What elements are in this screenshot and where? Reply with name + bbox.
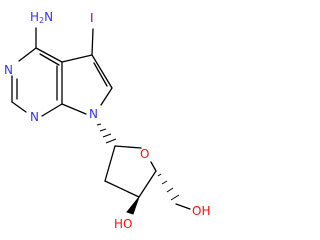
n1-label: N bbox=[30, 110, 39, 124]
bond-c5-c6-inner bbox=[93, 62, 108, 87]
hash-bond-c4p-c5p bbox=[157, 173, 162, 177]
atom-labels: H2N I N N N O HO OH bbox=[4, 10, 210, 231]
bond-c4-c4a-inner bbox=[39, 53, 60, 66]
hash-bond-c4p-c5p bbox=[170, 194, 180, 201]
bond-c5p-o5 bbox=[175, 203, 191, 210]
bond-c5-i bbox=[91, 28, 94, 56]
iodine-label: I bbox=[90, 11, 94, 25]
hash-bond-n7-c1p bbox=[99, 128, 107, 132]
bond-o-c1p bbox=[114, 145, 142, 149]
wedge-bond-c3p-o3 bbox=[126, 196, 140, 215]
bond-n7-c7a bbox=[61, 103, 87, 115]
ring-oxygen-label: O bbox=[140, 147, 149, 161]
bond-c4-n3 bbox=[18, 47, 37, 62]
hydroxyl-5-label: OH bbox=[192, 204, 210, 218]
hash-bond-c4p-c5p bbox=[166, 187, 174, 193]
bond-c2-n1 bbox=[11, 101, 27, 113]
bond-c2p-c3p bbox=[104, 180, 140, 198]
bond-c1p-c2p bbox=[104, 145, 116, 182]
stereo-bonds bbox=[96, 123, 180, 215]
molecule-structure: H2N I N N N O HO OH bbox=[4, 10, 210, 231]
bond-lines bbox=[11, 27, 191, 210]
bond-n1-c7a bbox=[41, 103, 63, 117]
bond-c3p-c4p bbox=[138, 170, 157, 198]
hash-bond-n7-c1p bbox=[105, 138, 117, 144]
bond-c4-c4a bbox=[35, 47, 63, 63]
bond-c4p-o bbox=[150, 161, 157, 172]
hash-bond-n7-c1p bbox=[102, 133, 112, 138]
n3-label: N bbox=[4, 63, 13, 77]
bond-c6-n7 bbox=[100, 87, 113, 106]
bond-c4a-c5 bbox=[61, 54, 93, 63]
hydroxyl-3-label: HO bbox=[114, 217, 132, 231]
amine-label: H2N bbox=[30, 10, 53, 25]
hash-bond-n7-c1p bbox=[96, 123, 102, 126]
bond-c5-c6 bbox=[91, 54, 113, 89]
hash-bond-c4p-c5p bbox=[161, 180, 168, 185]
n7-label: N bbox=[89, 107, 98, 121]
